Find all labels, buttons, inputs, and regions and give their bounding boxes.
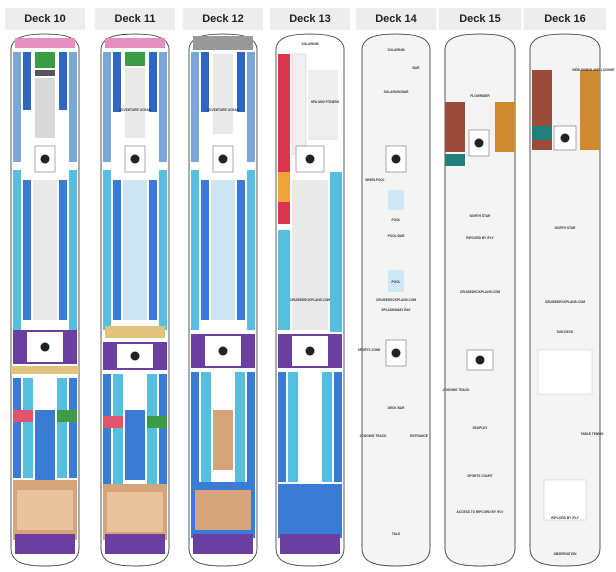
deck-13-column: Deck 13 SOLARIUM SPA AND FITNESS CRUISED… <box>270 8 350 568</box>
access-ripcord-label: ACCESS TO RIPCORD BY iFLY <box>456 510 504 514</box>
view-lounge-label: VIEW DINING AND LOUNGE <box>572 68 615 72</box>
sports-court-label: SPORTS COURT <box>467 474 493 478</box>
website-label: CRUISEDECKPLANS.COM <box>459 290 501 294</box>
splashaway-label: SPLASHAWAY BAY <box>381 308 411 312</box>
flowrider-label: FLOWRIDER <box>470 94 490 98</box>
website-label: CRUISEDECKPLANS.COM <box>289 298 331 302</box>
adventure-ocean-label: ADVENTURE OCEAN <box>206 108 240 112</box>
entrance-label: ENTRANCE <box>410 434 428 438</box>
north-star-label: NORTH STAR <box>554 226 576 230</box>
sun-deck-label: SUN DECK <box>556 330 574 334</box>
bar-label: BAR <box>412 66 420 70</box>
deck-15-title: Deck 15 <box>439 8 521 30</box>
deck-16-column: Deck 16 VIEW DINING AND LOUNGE NORTH STA… <box>524 8 615 568</box>
deck-13-title: Deck 13 <box>270 8 350 30</box>
deck-12-plan[interactable] <box>183 30 263 568</box>
deck-14-title: Deck 14 <box>356 8 436 30</box>
jogging-track-label: JOGGING TRACK <box>442 388 470 392</box>
jogging-track-label: JOGGING TRACK <box>359 434 387 438</box>
deck-11-column: Deck 11 ADVENTURE OCEAN <box>95 8 175 568</box>
pool-bar-label: POOL BAR <box>387 234 405 238</box>
ripcord-label: RIPCORD BY iFLY <box>466 236 494 240</box>
website-label: CRUISEDECKPLANS.COM <box>544 300 586 304</box>
solarium-label: SOLARIUM <box>301 42 319 46</box>
deck-10-title: Deck 10 <box>5 8 85 30</box>
deck-16-title: Deck 16 <box>524 8 606 30</box>
deck-15-plan[interactable] <box>439 30 521 568</box>
sports-zone-label: SPORTS ZONE <box>357 348 381 352</box>
pool-label: POOL <box>391 218 401 222</box>
deck-12-column: Deck 12 ADVENTURE OCEAN <box>183 8 263 568</box>
solarium-label: SOLARIUM <box>387 48 405 52</box>
ripcord-label: RIPCORD BY iFLY <box>551 516 579 520</box>
pool-2-label: POOL <box>391 280 401 284</box>
seaplex-label: SEAPLEX <box>472 426 488 430</box>
deck-13-plan[interactable] <box>270 30 350 568</box>
deck-10-forward-cabins <box>13 52 77 162</box>
deck-12-title: Deck 12 <box>183 8 263 30</box>
deck-14-column: Deck 14 SOLARIUM BAR SOLARIUM BAR WHIRLP… <box>356 8 436 568</box>
deck-10-column: Deck 10 <box>5 8 85 568</box>
adventure-ocean-label: ADVENTURE OCEAN <box>118 108 152 112</box>
deck-11-plan[interactable] <box>95 30 175 568</box>
deck-15-column: Deck 15 FLOWRIDER NORTH STAR RIPCORD BY … <box>439 8 521 568</box>
observation-label: OBSERVATION <box>553 552 577 556</box>
table-tennis-label: TABLE TENNIS <box>580 432 604 436</box>
deck-16-plan[interactable] <box>524 30 606 568</box>
deck-bar-label: DECK BAR <box>387 406 405 410</box>
spa-label: SPA AND FITNESS <box>310 100 340 104</box>
deck-14-plan[interactable] <box>356 30 436 568</box>
deck-11-title: Deck 11 <box>95 8 175 30</box>
north-star-label: NORTH STAR <box>469 214 491 218</box>
talk-label: TALK <box>391 532 401 536</box>
whirlpool-label: WHIRLPOOL <box>365 178 385 182</box>
deck-10-plan[interactable] <box>5 30 85 568</box>
website-label: CRUISEDECKPLANS.COM <box>375 298 417 302</box>
solarium-bar-label: SOLARIUM BAR <box>383 90 409 94</box>
